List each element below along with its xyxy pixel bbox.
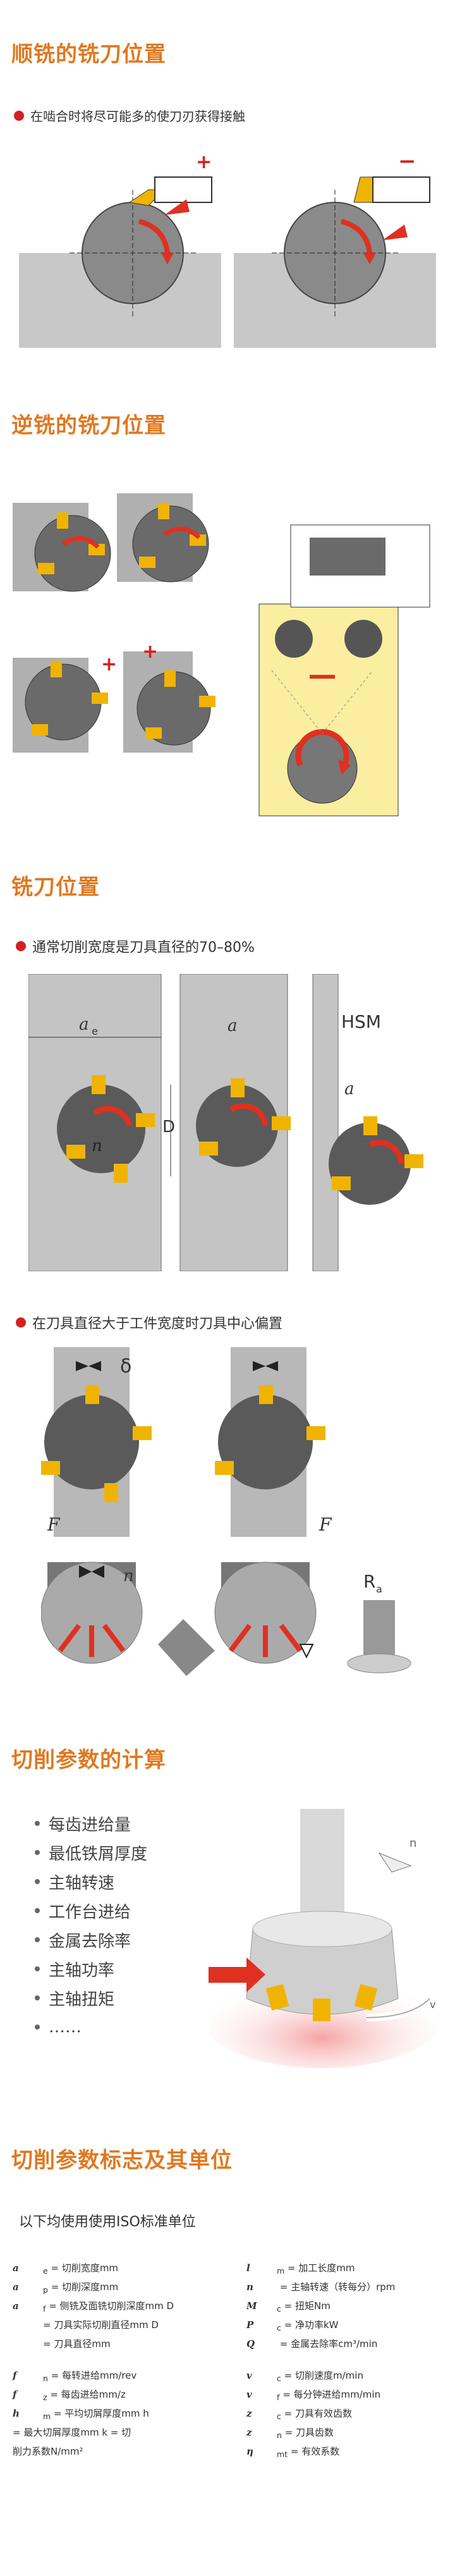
list-dot-icon	[35, 1908, 40, 1913]
bullet-climb-text: 在啮合时将尽可能多的使刀刃获得接触	[30, 109, 245, 124]
n-label-2: n	[123, 1567, 134, 1586]
bullet-offset: 在刀具直径大于工件宽度时刀具中心偏置	[16, 1312, 282, 1333]
ae-label-2: a	[228, 1016, 238, 1035]
svg-text:+: +	[101, 653, 117, 675]
list-item: 主轴扭矩	[35, 1983, 147, 2012]
cutter-botleft: +	[13, 653, 117, 753]
list-dot-icon	[35, 1821, 40, 1826]
list-item: 金属去除率	[35, 1925, 147, 1954]
Ra-label: R	[363, 1571, 375, 1592]
climb-milling-figure: + −	[19, 152, 436, 348]
section-title-cutter-position: 铣刀位置	[11, 875, 100, 900]
F-label-2: F	[318, 1514, 332, 1535]
ae-label-1: a	[79, 1015, 89, 1034]
list-dot-icon	[35, 1937, 40, 1942]
plus-sign: +	[196, 152, 212, 173]
section-title-conventional: 逆铣的铣刀位置	[11, 413, 166, 438]
vc-label: v	[430, 1999, 435, 2011]
minus-sign: −	[398, 152, 416, 174]
section-title-params: 切削参数标志及其单位	[11, 2148, 233, 2173]
list-item: 工作台进给	[35, 1896, 147, 1925]
list-dot-icon	[35, 1966, 40, 1971]
cutter-width-figure: a e n D a HSM a	[28, 974, 423, 1271]
ae-label-3: a	[344, 1080, 355, 1099]
param-row: 削力系数N/mm²	[13, 2446, 83, 2457]
section-title-climb: 顺铣的铣刀位置	[11, 42, 166, 67]
list-dot-icon	[35, 2024, 40, 2030]
list-item: 最低铁屑厚度	[35, 1838, 147, 1867]
list-dot-icon	[35, 1879, 40, 1884]
list-item: 主轴功率	[35, 1954, 147, 1983]
list-item: 每齿进给量	[35, 1809, 147, 1838]
param-row: = 刀具实际切削直径mm D	[43, 2319, 159, 2331]
n-rotation-label: n	[410, 1837, 416, 1850]
cutter-offset-figure: δ F F n R a	[41, 1347, 411, 1676]
cutter-botmid: +	[123, 641, 215, 753]
bullet-width: 通常切削宽度是刀具直径的70–80%	[16, 936, 255, 956]
bullet-climb: 在啮合时将尽可能多的使刀刃获得接触	[14, 106, 245, 125]
bullet-offset-text: 在刀具直径大于工件宽度时刀具中心偏置	[32, 1316, 283, 1332]
section-title-calc: 切削参数的计算	[11, 1747, 166, 1773]
param-row: Q = 金属去除率cm³/min	[246, 2338, 378, 2350]
face-mill-figure: n v	[209, 1809, 442, 2068]
D-label: D	[162, 1118, 175, 1137]
list-dot-icon	[35, 1850, 40, 1855]
param-row: n = 主轴转速（转每分）rpm	[246, 2281, 396, 2293]
svg-text:+: +	[142, 641, 158, 663]
bullet-width-text: 通常切削宽度是刀具直径的70–80%	[32, 940, 255, 956]
hsm-label: HSM	[341, 1011, 381, 1032]
F-label-1: F	[47, 1514, 61, 1535]
ae-sub-1: e	[92, 1025, 98, 1037]
conventional-milling-figure: + +	[13, 493, 430, 817]
Ra-sub: a	[376, 1583, 382, 1595]
delta-label: δ	[120, 1355, 131, 1377]
list-item: 主轴转速	[35, 1867, 147, 1896]
param-row: = 最大切屑厚度mm k = 切	[13, 2427, 131, 2438]
cutter-topmid	[117, 493, 209, 582]
params-intro: 以下均使用使用ISO标准单位	[19, 2214, 196, 2230]
bullet-dot-icon	[16, 941, 26, 951]
calc-list: 每齿进给量 最低铁屑厚度 主轴转速 工作台进给 金属去除率 主轴功率 主轴扭矩 …	[35, 1809, 147, 2042]
list-dot-icon	[35, 1995, 40, 2000]
bullet-dot-icon	[16, 1317, 26, 1328]
param-row: = 刀具直径mm	[43, 2338, 111, 2350]
bullet-dot-icon	[14, 110, 24, 121]
list-item: ……	[35, 2012, 147, 2042]
n-label: n	[92, 1137, 102, 1156]
cutter-topleft	[13, 503, 111, 592]
